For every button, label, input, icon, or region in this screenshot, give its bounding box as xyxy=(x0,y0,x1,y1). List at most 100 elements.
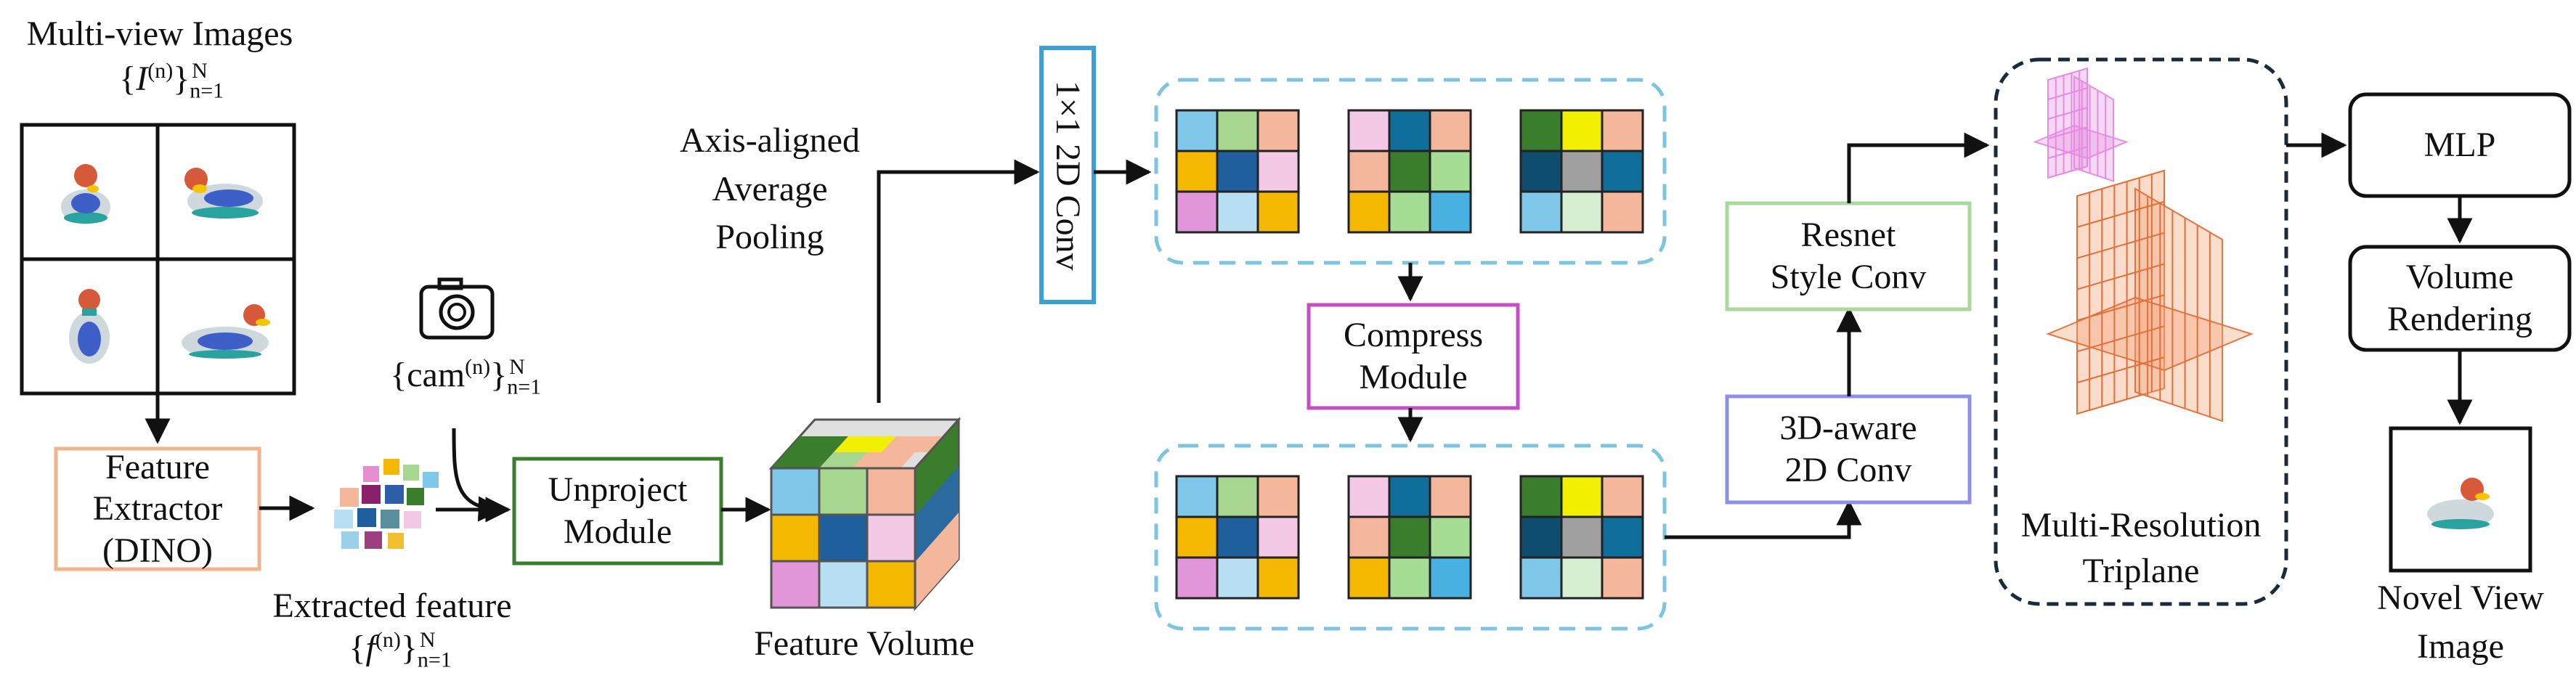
mlp-label: MLP xyxy=(2423,126,2496,165)
triplane-grid-line xyxy=(2047,107,2088,120)
small-triplane xyxy=(2033,67,2129,182)
lower-grid-3-cell xyxy=(1519,515,1563,559)
feature-extractor-box xyxy=(54,446,261,571)
lower-grid-3-cell xyxy=(1601,556,1644,600)
lower-grid-3-cell xyxy=(1560,475,1604,518)
triplane-grid-line xyxy=(2076,263,2165,290)
feature-patch xyxy=(407,488,424,505)
triplane-line2: Triplane xyxy=(2082,552,2200,590)
feature-patch xyxy=(388,533,404,549)
triplane-line1: Multi-Resolution xyxy=(2020,506,2262,544)
lower-grid-3-cell xyxy=(1519,475,1563,518)
triplane-plane-horizontal xyxy=(2033,124,2129,160)
extracted-feature-patches xyxy=(334,459,439,549)
camera-math: {cam(n)}n=1N xyxy=(390,355,542,399)
large-triplane xyxy=(2046,169,2254,422)
lower-grid-1-cell xyxy=(1216,556,1259,600)
feature-volume-label: Feature Volume xyxy=(754,624,975,663)
upper-grid-3-cell xyxy=(1601,109,1644,152)
unproject-module-box xyxy=(512,457,723,566)
triplane-grid-line xyxy=(2047,146,2088,159)
lower-grid-1-cell xyxy=(1256,475,1300,518)
cube-front-cell xyxy=(770,560,821,609)
upper-grid-2-cell xyxy=(1388,109,1431,152)
lower-grid-3-cell xyxy=(1560,556,1604,600)
duck-view-1 xyxy=(61,164,110,224)
lower-grid-1-cell xyxy=(1175,515,1219,559)
upper-grid-1-cell xyxy=(1256,190,1300,234)
lower-grid-3-cell xyxy=(1601,475,1644,518)
upper-grid-3-cell xyxy=(1519,190,1563,234)
cube-front-cell xyxy=(770,467,821,516)
lower-grid-3-cell xyxy=(1519,556,1563,600)
lower-grid-2-cell xyxy=(1429,475,1472,518)
cube-front-cell xyxy=(818,467,869,516)
cube-front-cell xyxy=(818,513,869,563)
extracted-feature-math: {f(n)}n=1N xyxy=(349,628,452,672)
cube-front-cell xyxy=(866,513,917,563)
feature-patch xyxy=(340,488,359,507)
triplane-plane-side xyxy=(2134,187,2223,422)
upper-grid-2-cell xyxy=(1429,190,1472,234)
lower-grid-1-cell xyxy=(1256,515,1300,559)
duck-novel-view xyxy=(2427,478,2494,529)
lower-grid-3-cell xyxy=(1560,515,1604,559)
lower-grid-1-cell xyxy=(1175,475,1219,518)
upper-grid-1-cell xyxy=(1216,109,1259,152)
feature-patch xyxy=(362,485,381,504)
pooling-line1: Axis-aligned xyxy=(680,121,860,160)
compress-module-box xyxy=(1307,303,1520,410)
arrow-camera-to-unproject xyxy=(452,428,504,522)
lower-grid-2-cell xyxy=(1388,515,1431,559)
camera-icon xyxy=(419,277,495,340)
feature-patch xyxy=(403,465,419,481)
upper-grid-3-cell xyxy=(1560,109,1604,152)
lower-feature-planes xyxy=(1175,475,1644,600)
upper-grid-2-cell xyxy=(1347,150,1391,193)
arrow-planes-to-aware-conv xyxy=(1665,499,1862,539)
upper-grid-1-cell xyxy=(1216,150,1259,193)
feature-patch xyxy=(381,510,399,528)
upper-grid-1-cell xyxy=(1256,109,1300,152)
triplane-plane-front xyxy=(2076,169,2165,415)
upper-grid-1-cell xyxy=(1175,190,1219,234)
triplane-plane-horizontal xyxy=(2046,296,2254,372)
upper-grid-3-cell xyxy=(1519,150,1563,193)
duck-view-4 xyxy=(182,304,270,359)
upper-grid-1-cell xyxy=(1216,190,1259,234)
triplane-grid-line xyxy=(2076,325,2165,353)
aware-conv-box xyxy=(1725,394,1972,505)
lower-grid-2-cell xyxy=(1347,556,1391,600)
upper-grid-2-cell xyxy=(1388,190,1431,234)
upper-grid-3-cell xyxy=(1601,190,1644,234)
duck-view-3 xyxy=(69,289,110,364)
upper-feature-planes xyxy=(1175,109,1644,234)
lower-grid-2-cell xyxy=(1429,515,1472,559)
arrow-volume-to-conv xyxy=(877,159,1040,403)
upper-grid-2-cell xyxy=(1429,109,1472,152)
upper-grid-3-cell xyxy=(1560,150,1604,193)
lower-grid-1-cell xyxy=(1216,515,1259,559)
resnet-conv-box xyxy=(1725,201,1972,311)
triplane-grid-line xyxy=(2047,87,2088,100)
feature-patch xyxy=(341,531,359,549)
upper-grid-2-cell xyxy=(1347,190,1391,234)
input-math: {I(n)}n=1N xyxy=(119,59,224,103)
lower-grid-1-cell xyxy=(1175,556,1219,600)
feature-patch xyxy=(423,472,439,488)
feature-patch xyxy=(357,508,376,527)
novel-view-line2: Image xyxy=(2417,627,2504,666)
triplane-grid-line xyxy=(2076,294,2165,322)
lower-grid-2-cell xyxy=(1388,475,1431,518)
upper-grid-2-cell xyxy=(1429,150,1472,193)
upper-grid-2-cell xyxy=(1347,109,1391,152)
feature-patch xyxy=(383,459,399,475)
triplane-grid-line xyxy=(2076,232,2165,259)
lower-grid-2-cell xyxy=(1429,556,1472,600)
triplane-grid-line xyxy=(2076,200,2165,228)
upper-grid-3-cell xyxy=(1601,150,1644,193)
